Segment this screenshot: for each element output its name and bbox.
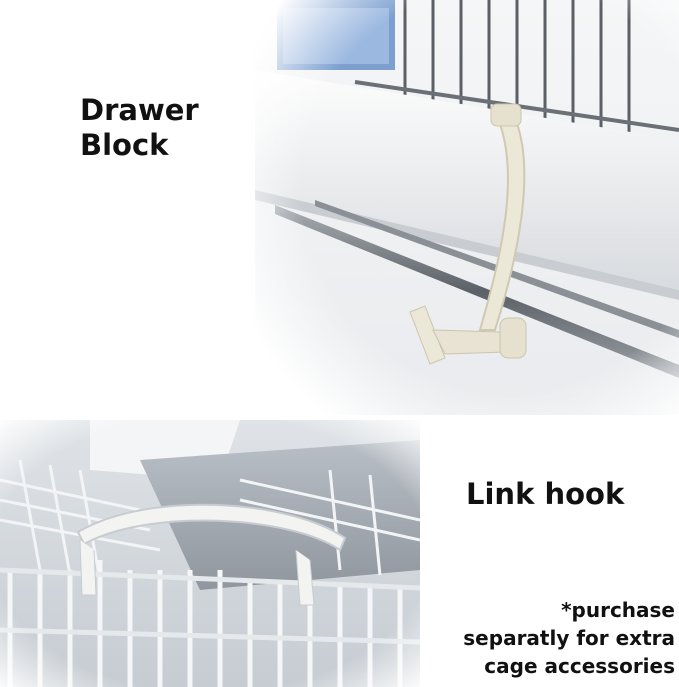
link-hook-label: Link hook: [466, 477, 625, 511]
drawer-block-label: Drawer Block: [80, 93, 240, 163]
purchase-note-line2: separatly for extra: [463, 626, 675, 650]
drawer-block-label-line1: Drawer: [80, 93, 199, 127]
purchase-note-line3: cage accessories: [484, 654, 675, 678]
purchase-note-line1: *purchase: [561, 598, 675, 622]
link-hook-illustration: [0, 420, 420, 687]
drawer-block-illustration: [255, 0, 679, 415]
drawer-block-photo: [255, 0, 679, 415]
link-hook-photo: [0, 420, 420, 687]
drawer-block-label-line2: Block: [80, 128, 169, 162]
purchase-note: *purchase separatly for extra cage acces…: [415, 596, 675, 680]
